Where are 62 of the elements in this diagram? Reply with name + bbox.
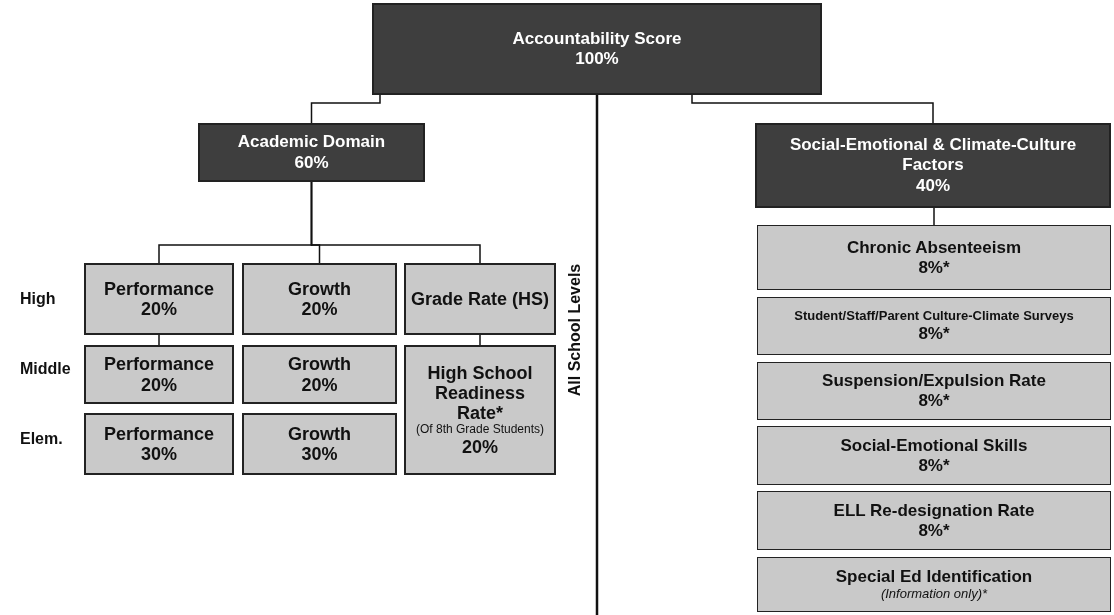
category-box xyxy=(242,263,397,335)
category-box xyxy=(757,297,1111,355)
box-text: Growth xyxy=(288,354,351,375)
row-label: Middle xyxy=(20,360,71,378)
box-text: ELL Re-designation Rate xyxy=(833,500,1035,521)
box-text: 8%* xyxy=(918,520,950,541)
box-text: Special Ed Identification xyxy=(835,567,1033,587)
heading-box xyxy=(755,123,1111,208)
category-box xyxy=(757,225,1111,290)
vertical-label: All School Levels xyxy=(566,263,584,397)
box-text: 20% xyxy=(141,299,177,320)
box-text: 20% xyxy=(301,374,338,395)
box-text: (Of 8th Grade Students) xyxy=(415,423,545,437)
category-box xyxy=(757,426,1111,485)
divider-line xyxy=(595,95,599,615)
box-text: 20% xyxy=(301,299,338,320)
row-label: Elem. xyxy=(20,430,63,448)
box-text: Student/Staff/Parent Culture-Climate Surveys xyxy=(794,308,1074,324)
category-box xyxy=(757,557,1111,612)
box-text: Performance xyxy=(103,354,215,375)
box-text: 40% xyxy=(916,175,950,197)
box-text: 100% xyxy=(575,49,619,70)
box-text: Growth xyxy=(288,278,351,299)
category-box xyxy=(84,345,234,404)
box-text: 20% xyxy=(462,436,498,458)
box-text: Growth xyxy=(288,423,351,444)
row-label: High xyxy=(20,290,56,308)
box-text: High School Readiness Rate* xyxy=(426,362,534,424)
box-text: Chronic Absenteeism xyxy=(846,237,1022,258)
heading-box xyxy=(372,3,822,95)
box-text: 8%* xyxy=(918,391,950,411)
box-text: 8%* xyxy=(918,455,950,476)
connector-line xyxy=(310,94,381,124)
connector-line xyxy=(691,94,934,124)
box-text: 20% xyxy=(141,374,177,395)
box-text: Grade Rate (HS) xyxy=(410,288,549,310)
connector-line xyxy=(933,207,935,226)
box-text: 8%* xyxy=(918,323,950,344)
box-text: 8%* xyxy=(918,257,950,278)
category-box xyxy=(757,362,1111,420)
box-text: Suspension/Expulsion Rate xyxy=(822,371,1046,391)
category-box xyxy=(242,413,397,475)
box-text: 30% xyxy=(141,444,177,465)
heading-box xyxy=(198,123,425,182)
category-box xyxy=(242,345,397,404)
connector-line xyxy=(479,334,481,346)
connector-line xyxy=(158,334,160,346)
box-text: 30% xyxy=(301,444,338,465)
box-text: 60% xyxy=(294,152,329,173)
category-box xyxy=(404,263,556,335)
category-box xyxy=(404,345,556,475)
box-text: Academic Domain xyxy=(237,132,386,153)
category-box xyxy=(757,491,1111,550)
category-box xyxy=(84,263,234,335)
box-text: (Information only)* xyxy=(880,586,988,602)
connector-line xyxy=(310,181,481,264)
box-text: Social-Emotional Skills xyxy=(840,435,1028,456)
category-box xyxy=(84,413,234,475)
box-text: Social-Emotional & Climate-Culture Factors xyxy=(788,134,1078,176)
box-text: Performance xyxy=(103,278,215,299)
box-text: Performance xyxy=(103,423,215,444)
box-text: Accountability Score xyxy=(512,28,682,49)
